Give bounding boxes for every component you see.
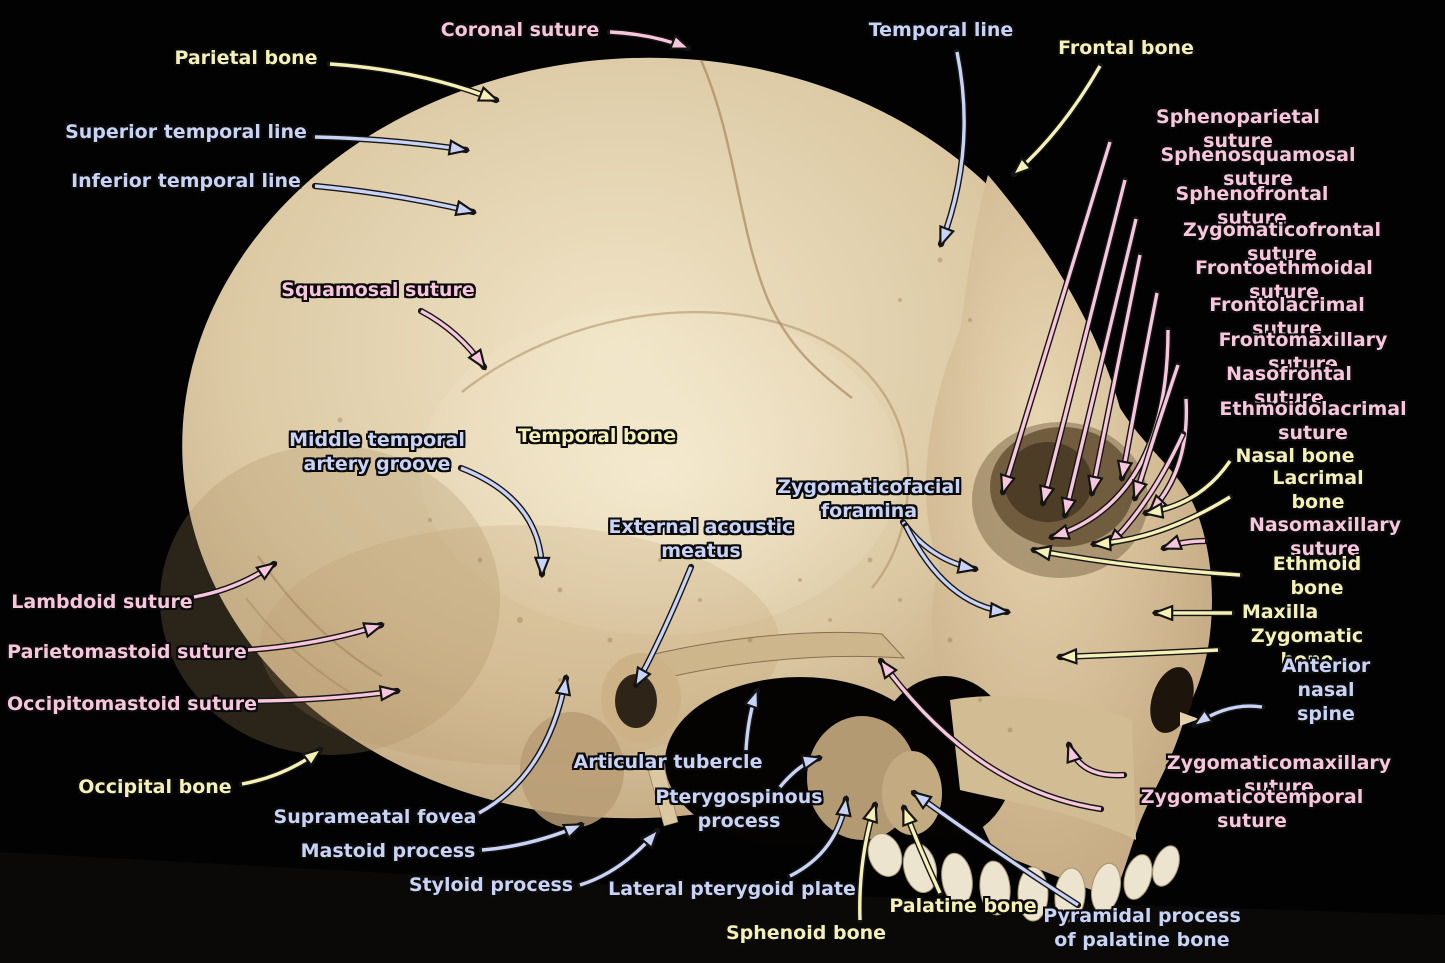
nasal-bone-arrow <box>1146 457 1234 513</box>
table-shadow <box>0 852 1445 963</box>
styloid-process-arrow <box>576 831 657 889</box>
frontal-bone-arrow <box>1014 62 1104 174</box>
external-acoustic-meatus-arrow <box>632 563 695 685</box>
mastoid-art <box>520 712 624 828</box>
suprameatal-fovea-arrow <box>475 678 566 817</box>
coronal-suture-line <box>699 59 853 399</box>
nasomaxillary-suture-arrow <box>1164 541 1209 552</box>
articular-tubercle-arrow <box>742 691 761 754</box>
zygomaticotemporal-suture-arrow <box>877 661 1105 813</box>
frontolacrimal-suture-arrow <box>1052 326 1172 541</box>
occipitomastoid-suture-arrow <box>254 691 397 705</box>
parietomastoid-suture-arrow <box>244 621 381 654</box>
sphenoid-bone-arrow <box>856 805 879 924</box>
sphenosquamosal-suture-arrow <box>1043 176 1129 503</box>
anterior-nasal-spine-arrow <box>1195 703 1266 729</box>
occipitomastoid-suture-line <box>245 597 363 701</box>
occiput-shading <box>160 445 500 755</box>
superior-temporal-line-arrow <box>311 133 466 150</box>
pyramidal-process-of-palatine-bone-arrow <box>914 789 1082 909</box>
frontomaxillary-suture-arrow <box>1131 361 1182 498</box>
zygomaticofrontal-suture-arrow <box>1092 251 1144 493</box>
frontoethmoidal-suture-arrow <box>1122 289 1161 478</box>
squamosal-suture-line <box>461 310 910 589</box>
ethmoid-bone-arrow <box>1034 550 1244 579</box>
lateral-pterygoid-plate-arrow <box>786 799 846 880</box>
mastoid-process-arrow <box>478 821 581 854</box>
sphenofrontal-suture-arrow <box>1065 215 1140 515</box>
parietal-bone-arrow <box>326 60 496 104</box>
zygomaticomaxillary-suture-arrow <box>1065 745 1128 779</box>
zygomaticofacial-foramina-arrow-2 <box>902 522 1007 612</box>
inferior-temporal-line-arrow <box>311 182 473 212</box>
annotation-arrows <box>190 28 1266 924</box>
middle-temporal-artery-groove-arrow <box>457 464 542 574</box>
lambdoid-suture-arrow <box>190 560 274 601</box>
anterior-nasal-spine-art <box>1180 712 1199 726</box>
occipital-bone-arrow <box>238 746 320 788</box>
pterygospinous-process-arrow <box>776 758 819 791</box>
ethmoidolacrimal-suture-arrow <box>1108 430 1187 546</box>
lacrimal-bone-arrow <box>1094 493 1234 544</box>
sphenoparietal-suture-arrow <box>999 138 1114 492</box>
styloid-art <box>645 757 679 827</box>
upper-teeth <box>867 833 1180 923</box>
squamosal-suture-arrow <box>417 307 488 367</box>
palatine-bone-arrow <box>900 808 944 897</box>
bone-speckles <box>337 257 1013 733</box>
coronal-suture-arrow <box>606 28 688 52</box>
temporal-line-arrow <box>937 48 968 244</box>
zygomatic-bone-arrow <box>1060 646 1222 657</box>
zygomatic-arch-art <box>614 631 906 685</box>
